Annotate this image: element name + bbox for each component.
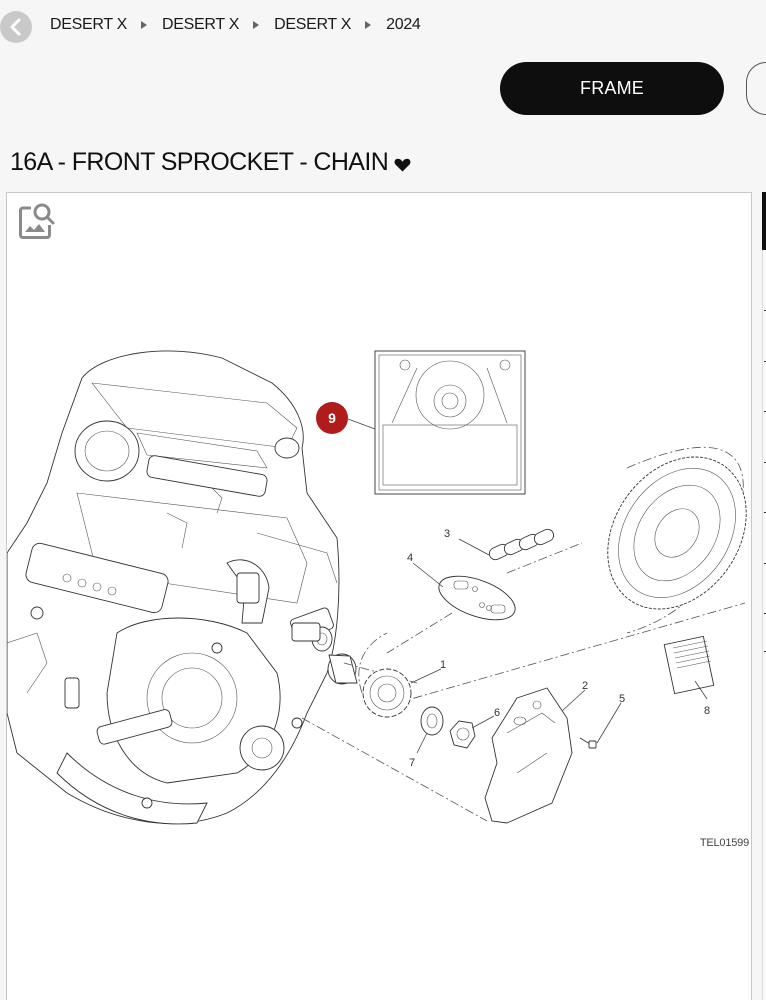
part-2-sprocket-cover[interactable] [484,687,573,824]
part-6-nut[interactable] [449,720,476,749]
side-tick [764,361,766,362]
chevron-left-icon [10,18,21,36]
breadcrumb-separator-icon [141,21,148,29]
section-title-text: 16A - FRONT SPROCKET - CHAIN [10,148,389,176]
breadcrumb-separator-icon [253,21,260,29]
part-9-chain-kit-box[interactable] [374,350,526,495]
breadcrumb-item-version[interactable]: DESERT X [274,16,352,33]
breadcrumb-item-year[interactable]: 2024 [386,16,421,33]
side-tick [764,411,766,412]
callout-9-badge[interactable]: 9 [316,402,348,434]
part-8-decal[interactable] [663,635,715,695]
exploded-parts-diagram[interactable]: 1 2 3 4 5 6 7 8 9 [7,193,750,999]
callout-6[interactable]: 6 [494,707,500,719]
breadcrumb-bar: DESERT X DESERT X DESERT X 2024 [0,0,766,54]
image-search-icon[interactable] [17,201,57,241]
back-button[interactable] [0,11,32,43]
callout-7[interactable]: 7 [409,757,415,769]
heart-icon[interactable] [394,158,411,172]
side-panel-edge[interactable] [762,192,766,1000]
rear-sprocket [607,456,747,610]
side-tick [764,563,766,564]
side-panel-tab[interactable] [762,192,766,250]
callout-3[interactable]: 3 [444,528,450,540]
engine-illustration [7,350,340,825]
callout-1[interactable]: 1 [440,659,446,671]
side-tick [764,651,766,652]
exploded-diagram-card: 1 2 3 4 5 6 7 8 9 TEL01599 [6,192,752,1000]
part-7-lock-washer[interactable] [420,706,444,736]
part-5-screw[interactable] [579,737,597,749]
frame-category-button[interactable]: FRAME [500,62,724,115]
part-4-master-link-kit[interactable] [433,567,520,628]
output-shaft [291,622,358,685]
breadcrumb-item-model[interactable]: DESERT X [50,16,128,33]
callout-8[interactable]: 8 [704,705,710,717]
part-1-front-sprocket[interactable] [362,668,412,718]
side-tick [764,613,766,614]
breadcrumb: DESERT X DESERT X DESERT X 2024 [50,16,421,34]
callout-2[interactable]: 2 [582,680,588,692]
breadcrumb-item-family[interactable]: DESERT X [162,16,240,33]
side-tick [764,512,766,513]
part-3-chain[interactable] [487,527,555,561]
section-title[interactable]: 16A - FRONT SPROCKET - CHAIN [10,148,411,177]
breadcrumb-separator-icon [365,21,372,29]
diagram-code: TEL01599 [699,837,749,849]
side-tick [764,462,766,463]
next-category-button[interactable] [746,62,766,115]
side-tick [764,310,766,311]
callout-9-text: 9 [328,410,336,426]
callout-5[interactable]: 5 [619,693,625,705]
callout-4[interactable]: 4 [407,552,413,564]
leader-lines [347,418,708,754]
